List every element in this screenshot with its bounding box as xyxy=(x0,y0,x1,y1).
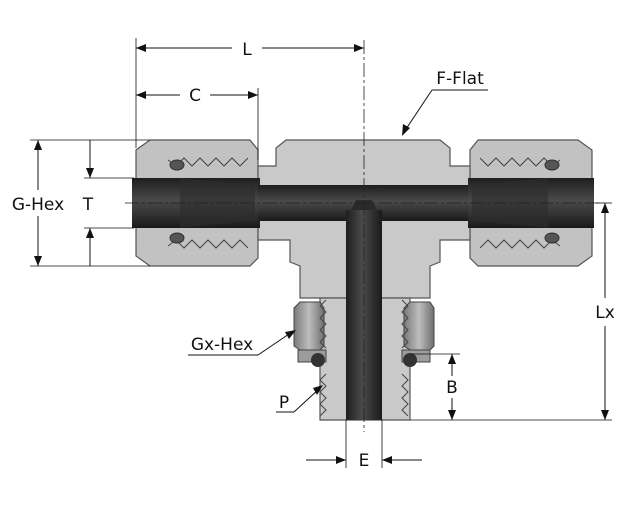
label-F-flat: F-Flat xyxy=(436,69,484,89)
label-C: C xyxy=(189,86,201,106)
gx-hex-nuts xyxy=(293,301,435,367)
label-Gx-hex: Gx-Hex xyxy=(191,335,253,355)
dim-T: T xyxy=(82,140,134,266)
label-B: B xyxy=(446,378,458,398)
dim-F-flat: F-Flat xyxy=(402,69,488,136)
label-Lx: Lx xyxy=(595,303,615,323)
dim-L: L xyxy=(135,38,364,148)
dim-P: P xyxy=(276,385,323,413)
branch-threads xyxy=(319,299,409,417)
dim-Lx: Lx xyxy=(410,202,615,421)
dim-B: B xyxy=(412,353,460,420)
label-P: P xyxy=(279,393,289,413)
left-threads xyxy=(167,157,249,249)
label-L: L xyxy=(242,40,252,60)
dim-C: C xyxy=(136,86,259,160)
dim-Gx-hex: Gx-Hex xyxy=(188,330,296,356)
right-threads xyxy=(479,157,561,249)
label-T: T xyxy=(82,195,94,215)
label-E: E xyxy=(359,451,370,471)
dim-E: E xyxy=(306,420,422,471)
label-G-hex: G-Hex xyxy=(12,195,64,215)
